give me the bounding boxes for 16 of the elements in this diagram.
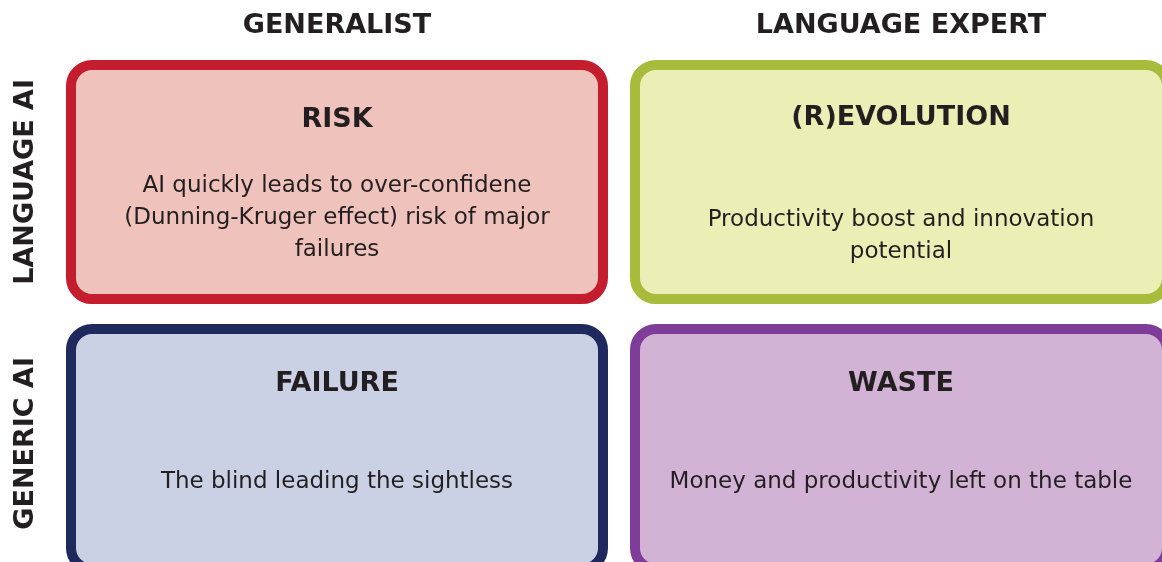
quadrant-heading: (R)EVOLUTION — [790, 100, 1012, 131]
quadrant-heading: WASTE — [847, 366, 955, 397]
quadrant-description: Productivity boost and innovation potential — [706, 204, 1096, 265]
quadrant-card — [630, 60, 1162, 304]
quadrant-heading: FAILURE — [274, 366, 400, 397]
column-header: GENERALIST — [241, 8, 433, 39]
quadrant-card — [66, 324, 608, 562]
quadrant-description: Money and productivity left on the table — [668, 466, 1134, 495]
quadrant-description: AI quickly leads to over-confidene (Dunning-Kruger effect) risk of major failures — [123, 170, 551, 263]
quadrant-card — [66, 60, 608, 304]
quadrant-heading: RISK — [300, 102, 374, 133]
row-header: GENERIC AI — [8, 356, 39, 530]
quadrant-description: The blind leading the sightless — [159, 466, 515, 495]
column-header: LANGUAGE EXPERT — [754, 8, 1048, 39]
quadrant-card — [630, 324, 1162, 562]
row-header: LANGUAGE AI — [8, 79, 39, 285]
